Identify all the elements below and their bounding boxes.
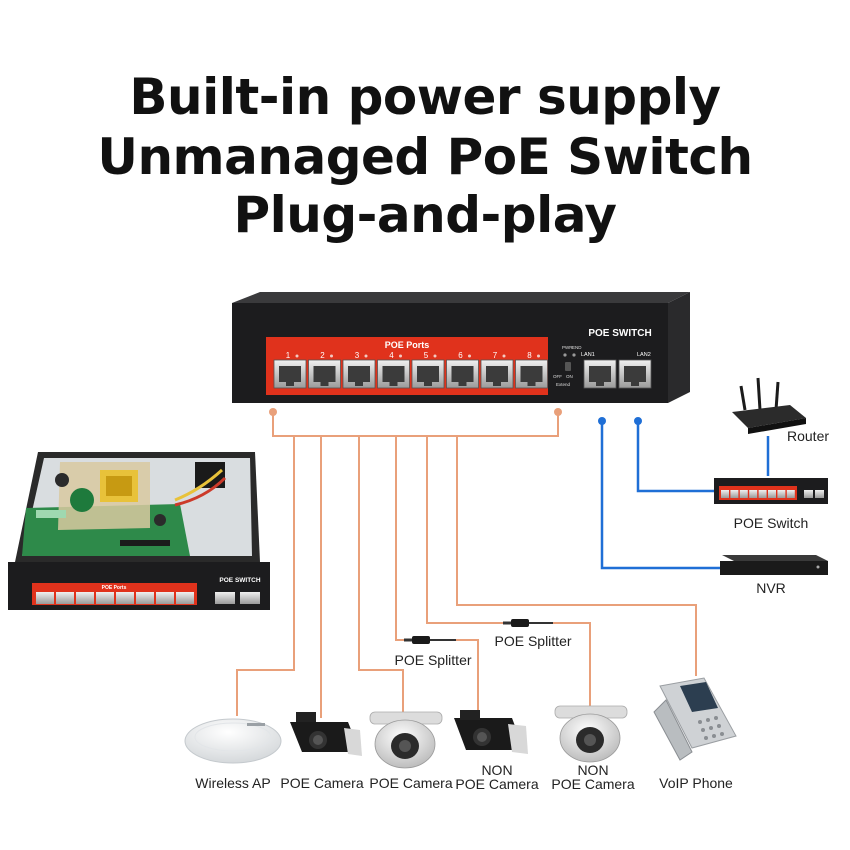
inner-poe-port (156, 592, 174, 604)
poe-port-7: 7 (480, 351, 514, 389)
poe-splitter-2 (503, 619, 553, 627)
poe-splitter-label-2: POE Splitter (494, 633, 571, 649)
poe-cabling (236, 408, 697, 718)
small-switch-port (739, 490, 748, 498)
poe-port-6: 6 (446, 351, 479, 389)
headline-line-2: Unmanaged PoE Switch (97, 128, 753, 186)
inner-poe-port (56, 592, 74, 604)
poe-splitter-label-1: POE Splitter (394, 652, 471, 668)
device-label-5: POE Camera (551, 776, 634, 792)
inner-poe-port (176, 592, 194, 604)
device-label-5-line1: NON (577, 762, 608, 778)
inner-poe-ports-label: POE Ports (102, 585, 127, 591)
extend-label: Extend (556, 382, 571, 387)
small-switch-port (786, 490, 795, 498)
poe-splitter-1 (404, 636, 456, 644)
on-label: ON (566, 374, 573, 379)
end-label: END (572, 345, 582, 350)
port-number-1: 1 (286, 351, 291, 360)
poe-switch-label: POE Switch (734, 515, 809, 531)
small-switch-port (730, 490, 739, 498)
inner-switch-brand-label: POE SWITCH (219, 577, 260, 584)
small-switch-port (721, 490, 729, 498)
port-number-6: 6 (458, 351, 463, 360)
port-number-5: 5 (424, 351, 429, 360)
small-poe-switch (714, 478, 828, 504)
device-label-4-line1: NON (481, 762, 512, 778)
uplink-cabling (598, 417, 770, 570)
open-switch-internal-view: POE Ports POE SWITCH (8, 452, 270, 610)
lan2-label: LAN2 (637, 352, 651, 358)
device-label-1: Wireless AP (195, 775, 270, 791)
inner-poe-port (96, 592, 114, 604)
main-poe-switch: POE Ports 1 2 3 4 5 6 7 8 POE SWITCH PWR END OF… (232, 292, 690, 403)
switch-brand-label: POE SWITCH (588, 328, 651, 339)
headline-line-3: Plug-and-play (233, 186, 617, 244)
small-switch-port (758, 490, 767, 498)
poe-port-5: 5 (411, 351, 445, 389)
router-label: Router (787, 428, 829, 444)
small-switch-port (749, 490, 758, 498)
port-number-2: 2 (320, 351, 325, 360)
inner-poe-port (76, 592, 94, 604)
poe-bullet-camera-1 (290, 712, 362, 756)
port-number-3: 3 (355, 351, 360, 360)
poe-port-8: 8 (515, 351, 548, 389)
pwr-label: PWR (562, 345, 573, 350)
lan1-label: LAN1 (581, 352, 595, 358)
non-poe-bullet-camera (454, 710, 528, 754)
small-switch-port (768, 490, 776, 498)
inner-poe-port (116, 592, 134, 604)
device-label-6: VoIP Phone (659, 775, 733, 791)
non-poe-dome-camera (554, 705, 628, 763)
port-number-8: 8 (527, 351, 532, 360)
off-label: OFF (553, 374, 562, 379)
inner-poe-port (36, 592, 54, 604)
nvr-device (720, 555, 828, 575)
poe-ports-label: POE Ports (385, 340, 430, 350)
port-number-4: 4 (389, 351, 394, 360)
poe-dome-camera-1 (369, 711, 443, 769)
lan-port-1 (583, 359, 617, 389)
headline-line-1: Built-in power supply (129, 68, 721, 126)
poe-port-1: 1 (273, 351, 307, 389)
wireless-ap-device (184, 718, 282, 764)
device-label-3: POE Camera (369, 775, 452, 791)
inner-poe-port (136, 592, 154, 604)
poe-port-2: 2 (308, 351, 341, 389)
lan-port-2 (618, 359, 652, 389)
device-label-4: POE Camera (455, 776, 538, 792)
device-label-2: POE Camera (280, 775, 363, 791)
nvr-label: NVR (756, 580, 786, 596)
voip-phone-device (653, 677, 737, 761)
small-switch-port (777, 490, 786, 498)
poe-port-3: 3 (342, 351, 376, 389)
extend-switch (565, 362, 571, 371)
port-number-7: 7 (493, 351, 498, 360)
poe-port-4: 4 (377, 351, 410, 389)
router-device (732, 377, 806, 434)
